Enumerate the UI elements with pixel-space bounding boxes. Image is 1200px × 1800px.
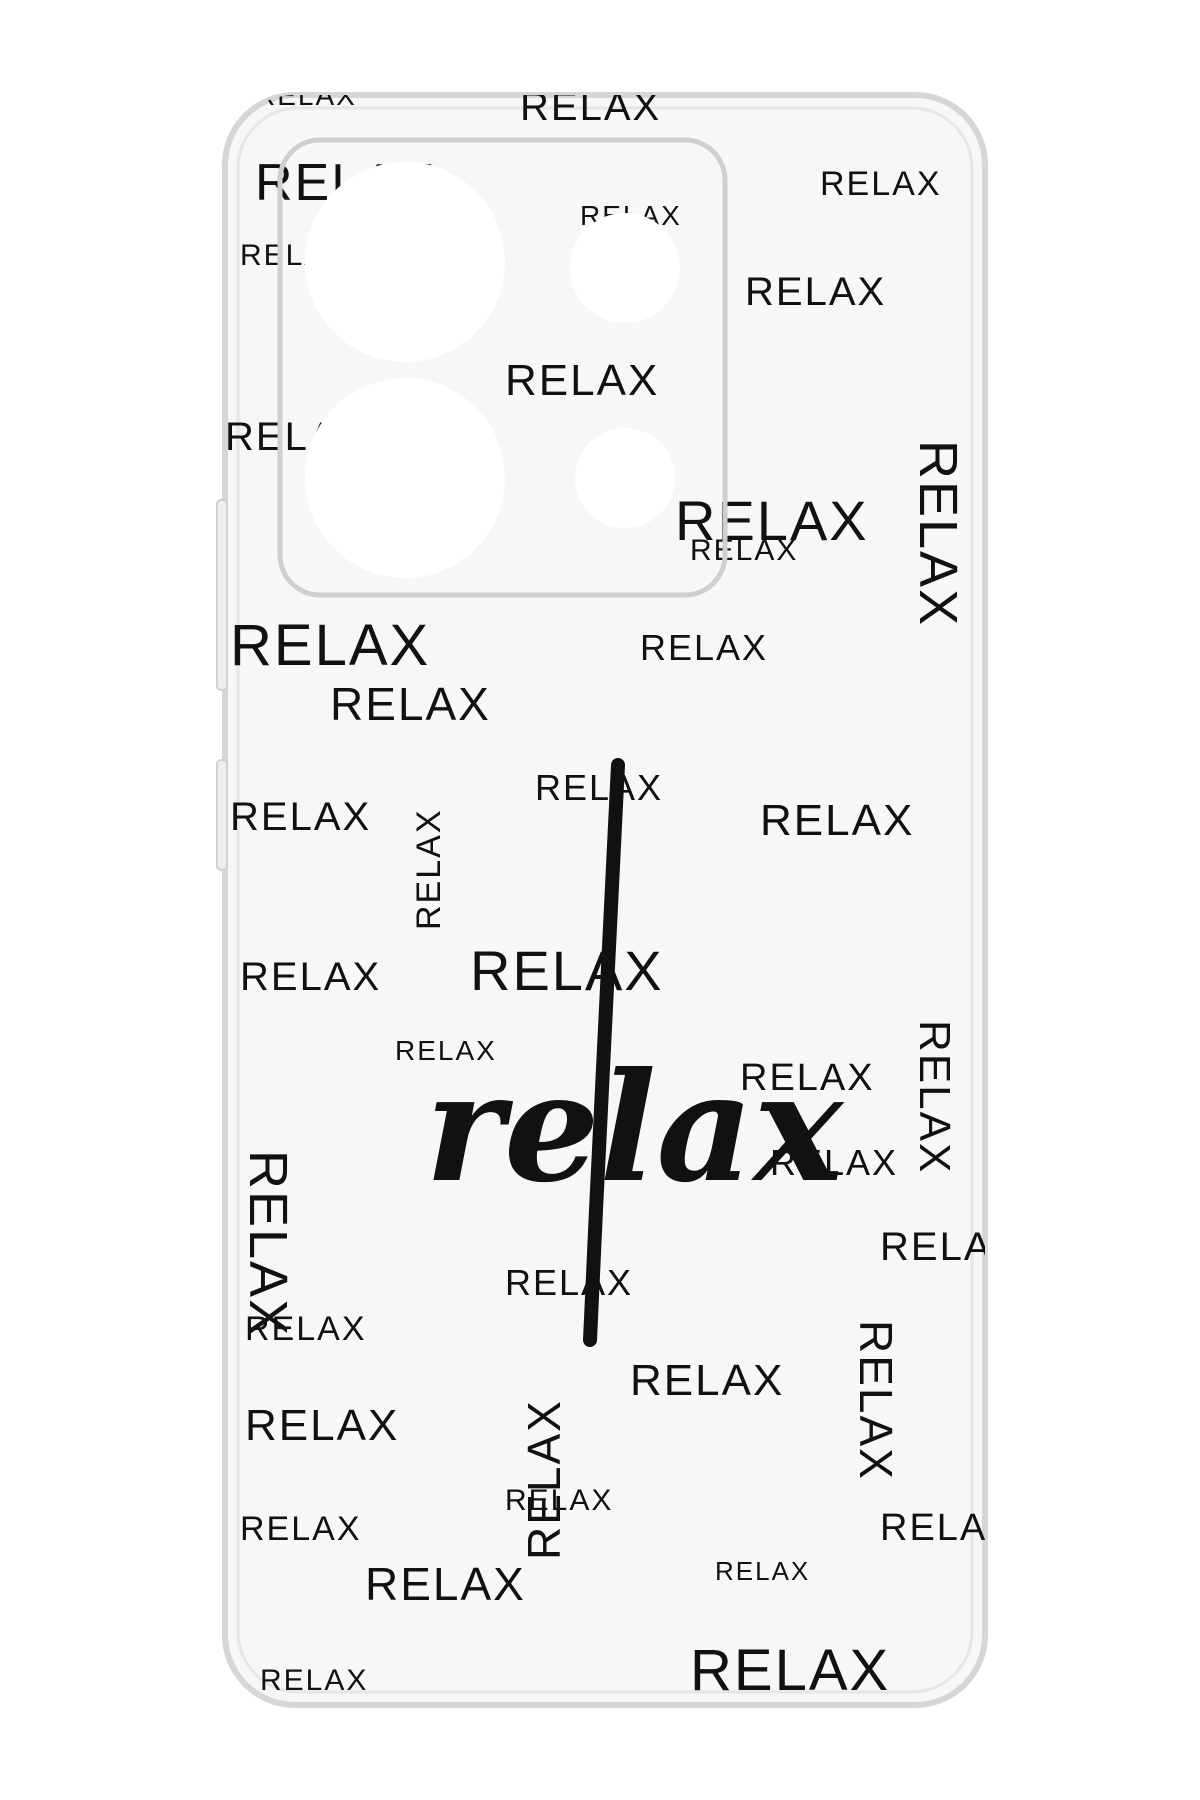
- pattern-word: RELAX: [255, 80, 357, 111]
- pattern-word: RELAX: [640, 627, 768, 668]
- pattern-word: RELAX: [245, 1401, 399, 1450]
- pattern-word: RELAX: [330, 678, 491, 730]
- pattern-word: RELAX: [518, 1399, 570, 1560]
- pattern-word: RELAX: [230, 795, 371, 839]
- pattern-word: RELAX: [505, 356, 659, 405]
- pattern-word: RELAX: [630, 1356, 784, 1405]
- camera-module: [277, 137, 728, 598]
- pattern-word: RELAX: [505, 1484, 613, 1517]
- pattern-word: RELAX: [740, 1057, 875, 1099]
- pattern-word: RELAX: [240, 1510, 362, 1548]
- pattern-word: RELAX: [230, 613, 430, 678]
- script-stroke: [583, 758, 625, 1347]
- pattern-word: RELAX: [240, 955, 381, 999]
- pattern-word: RELAX: [395, 1035, 497, 1066]
- pattern-word: RELAX: [910, 1020, 959, 1174]
- pattern-word: RELAX: [745, 270, 886, 314]
- pattern-word: RELAX: [770, 1142, 898, 1183]
- pattern-word: RELAX: [245, 1310, 367, 1348]
- camera-lens-cutout: [570, 213, 680, 323]
- flash-cutout: [575, 428, 675, 528]
- pattern-word: RELAX: [880, 1507, 1015, 1549]
- pattern-word: RELAX: [760, 796, 914, 845]
- camera-bump: [277, 137, 728, 598]
- camera-lens-cutout: [305, 162, 505, 362]
- pattern-word: RELAX: [675, 489, 869, 552]
- camera-lens-cutout: [305, 378, 505, 578]
- pattern-word: RELAX: [908, 440, 968, 627]
- case-inner-rim: [236, 106, 974, 1694]
- pattern-word: RELAX: [410, 809, 448, 931]
- script-relax-text: relax: [425, 1040, 845, 1216]
- pattern-word: RELAX: [260, 1664, 368, 1697]
- pattern-word: RELAX: [535, 767, 663, 808]
- pattern-word: RELAX: [520, 85, 661, 129]
- pattern-word: RELAX: [880, 1225, 1021, 1269]
- side-button: [216, 499, 228, 691]
- pattern-word: RELAX: [238, 1150, 298, 1337]
- pattern-word: RELAX: [365, 1558, 526, 1610]
- pattern-word: RELAX: [505, 1262, 633, 1303]
- pattern-word: RELAX: [690, 534, 798, 567]
- pattern-word: RELAX: [690, 1638, 890, 1703]
- pattern-word: RELAX: [820, 165, 942, 203]
- pattern-word: RELAX: [850, 1320, 902, 1481]
- side-button: [216, 759, 228, 871]
- pattern-word: RELAX: [470, 939, 664, 1002]
- pattern-word: RELAX: [715, 1556, 810, 1586]
- script-relax: relax: [425, 758, 845, 1347]
